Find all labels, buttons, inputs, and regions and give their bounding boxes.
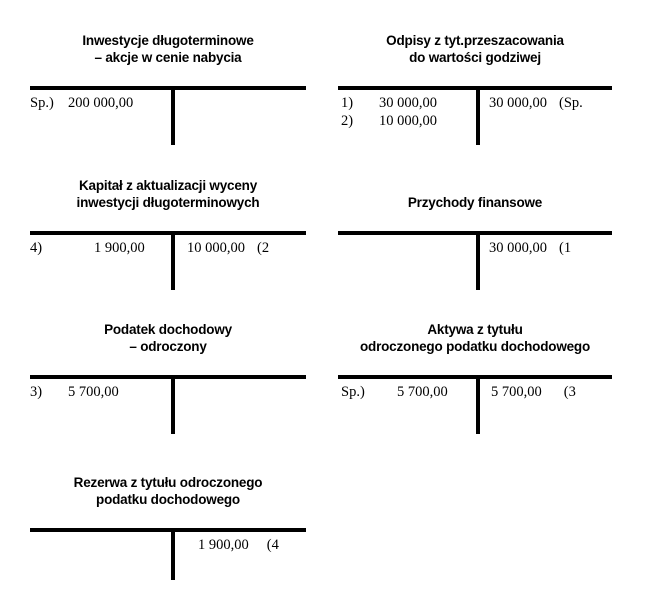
entry-ref: 4): [30, 240, 43, 256]
t-account-aktywa-odroczony-podatek: Aktywa z tytułu odroczonego podatku doch…: [338, 321, 612, 434]
debit-entry: Sp.) 200 000,00: [30, 94, 133, 112]
entry-amount: 10 000,00: [379, 113, 437, 129]
account-center-divider: [476, 86, 480, 145]
account-top-rule: [338, 86, 612, 90]
account-title-line2: do wartości godziwej: [409, 50, 541, 65]
debit-entry: 1) 30 000,00: [341, 94, 437, 112]
account-title: Podatek dochodowy – odroczony: [30, 321, 306, 355]
entry-ref: (4: [266, 537, 279, 553]
account-center-divider: [476, 375, 480, 434]
credit-entry: 30 000,00 (Sp.: [489, 94, 583, 112]
entry-amount: 30 000,00: [379, 95, 437, 111]
account-title-line1: Aktywa z tytułu: [427, 322, 523, 337]
t-account-przychody-finansowe: Przychody finansowe 30 000,00 (1: [338, 177, 612, 290]
account-title: Aktywa z tytułu odroczonego podatku doch…: [338, 321, 612, 355]
entry-amount: 10 000,00: [187, 240, 245, 256]
debit-entry: Sp.) 5 700,00: [341, 383, 448, 401]
account-title-line2: – odroczony: [129, 339, 207, 354]
account-title-line1: Inwestycje długoterminowe: [82, 33, 254, 48]
entry-ref: (3: [563, 384, 576, 400]
account-title-line1: Rezerwa z tytułu odroczonego: [73, 475, 263, 490]
t-account-podatek-dochodowy-odroczony: Podatek dochodowy – odroczony 3) 5 700,00: [30, 321, 306, 434]
credit-entry: 30 000,00 (1: [489, 239, 571, 257]
account-top-rule: [30, 375, 306, 379]
account-center-divider: [171, 375, 175, 434]
entry-amount: 30 000,00: [489, 95, 547, 111]
account-center-divider: [171, 528, 175, 580]
entry-ref: (Sp.: [559, 95, 583, 111]
account-title-line1: Podatek dochodowy: [104, 322, 232, 337]
debit-entry: 3) 5 700,00: [30, 383, 119, 401]
t-account-rezerwa-odroczony-podatek: Rezerwa z tytułu odroczonego podatku doc…: [30, 474, 306, 580]
account-title-line2: – akcje w cenie nabycia: [94, 50, 242, 65]
credit-entry: 5 700,00 (3: [491, 383, 576, 401]
account-top-rule: [338, 375, 612, 379]
entry-ref: 3): [30, 384, 43, 400]
entry-amount: 5 700,00: [491, 384, 542, 400]
account-center-divider: [171, 231, 175, 290]
entry-amount: 5 700,00: [68, 384, 119, 400]
account-title: Kapitał z aktualizacji wyceny inwestycji…: [30, 177, 306, 211]
account-title: Inwestycje długoterminowe – akcje w ceni…: [30, 32, 306, 66]
account-title-line1: Kapitał z aktualizacji wyceny: [78, 178, 258, 193]
entry-ref: 1): [341, 95, 354, 111]
entry-amount: 200 000,00: [68, 95, 134, 111]
entry-amount: 1 900,00: [94, 240, 145, 256]
account-center-divider: [171, 86, 175, 145]
account-title: Odpisy z tyt.przeszacowania do wartości …: [338, 32, 612, 66]
account-title-line1: Przychody finansowe: [407, 195, 543, 210]
t-account-inwestycje-dlugoterminowe: Inwestycje długoterminowe – akcje w ceni…: [30, 32, 306, 145]
entry-ref: (1: [559, 240, 572, 256]
account-title: Rezerwa z tytułu odroczonego podatku doc…: [30, 474, 306, 508]
entry-ref: Sp.): [341, 384, 365, 400]
debit-entry: 4) 1 900,00: [30, 239, 145, 257]
entry-ref: 2): [341, 113, 354, 129]
t-account-kapital-z-aktualizacji-wyceny: Kapitał z aktualizacji wyceny inwestycji…: [30, 177, 306, 290]
credit-entry: 1 900,00 (4: [198, 536, 279, 554]
account-top-rule: [30, 231, 306, 235]
entry-amount: 1 900,00: [198, 537, 249, 553]
account-top-rule: [30, 528, 306, 532]
entry-amount: 30 000,00: [489, 240, 547, 256]
account-title-line1: Odpisy z tyt.przeszacowania: [386, 33, 564, 48]
credit-entry: 10 000,00 (2: [187, 239, 269, 257]
entry-ref: (2: [257, 240, 270, 256]
account-title-line2: podatku dochodowego: [96, 492, 240, 507]
account-top-rule: [30, 86, 306, 90]
entry-amount: 5 700,00: [397, 384, 448, 400]
account-top-rule: [338, 231, 612, 235]
entry-ref: Sp.): [30, 95, 54, 111]
account-title: Przychody finansowe: [338, 177, 612, 211]
account-center-divider: [476, 231, 480, 290]
account-title-line2: inwestycji długoterminowych: [76, 195, 260, 210]
t-account-odpisy-przeszacowanie: Odpisy z tyt.przeszacowania do wartości …: [338, 32, 612, 145]
account-title-line2: odroczonego podatku dochodowego: [359, 339, 591, 354]
debit-entry: 2) 10 000,00: [341, 112, 437, 130]
